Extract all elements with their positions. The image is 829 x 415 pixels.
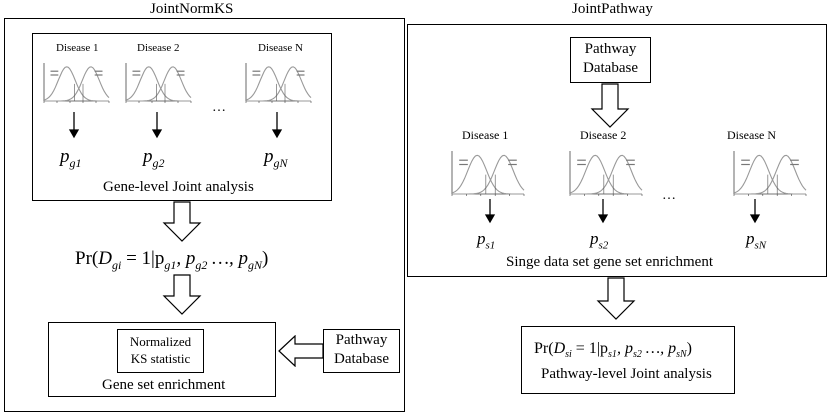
null-distribution-curve (569, 154, 642, 195)
distribution-plot-2 (125, 63, 192, 103)
pathway-level-formula: Pr(Dsi = 1|ps1, ps2 …, psN) (534, 340, 692, 361)
alt-distribution-curve (734, 154, 807, 195)
pvalue-g1: pg1 (60, 146, 82, 170)
pvalue-s2: ps2 (590, 229, 609, 252)
gene-set-enrichment-label: Gene set enrichment (102, 377, 226, 393)
null-distribution-curve (733, 154, 806, 195)
distribution-plot-1 (43, 63, 110, 103)
legend-mark (790, 159, 799, 161)
alt-distribution-curve (452, 154, 525, 195)
legend-mark (577, 159, 586, 161)
pvalue-gn: pgN (264, 146, 288, 170)
hollow-arrow-2 (162, 274, 202, 315)
legend-mark (50, 70, 59, 72)
right-disease-1-label: Disease 1 (462, 128, 509, 142)
normalized-ks-box (117, 329, 204, 373)
pvalue-g2: pg2 (143, 146, 165, 170)
gene-level-box (32, 33, 332, 201)
disease-1-label: Disease 1 (56, 42, 99, 54)
legend-mark (790, 163, 799, 166)
distribution-plot-n (245, 63, 312, 103)
null-distribution-curve (451, 154, 524, 195)
legend-mark (577, 163, 586, 166)
legend-mark (94, 70, 103, 72)
down-arrows-left (68, 112, 283, 139)
right-distribution-plot-1 (451, 151, 525, 196)
pvalue-s1: ps1 (477, 229, 496, 252)
pvalue-sn: psN (746, 229, 767, 252)
hollow-arrow-right-db (590, 83, 630, 128)
legend-mark (508, 159, 517, 161)
single-dataset-label: Singe data set gene set enrichment (506, 254, 714, 270)
hollow-arrow-right-bottom (596, 277, 636, 320)
pathway-database-box-right (570, 37, 651, 83)
legend-mark (252, 74, 261, 76)
right-disease-n-label: Disease N (727, 128, 776, 142)
alt-distribution-curve (570, 154, 643, 195)
legend-mark (176, 74, 185, 76)
legend-mark (50, 74, 59, 76)
legend-mark (508, 163, 517, 166)
disease-2-label: Disease 2 (137, 42, 180, 54)
legend-mark (459, 159, 468, 161)
legend-mark (132, 70, 141, 72)
legend-mark (459, 163, 468, 166)
legend-mark (296, 70, 305, 72)
gene-level-formula: Pr(Dgi = 1|pg1, pg2 …, pgN) (75, 248, 269, 272)
alt-distribution-curve (126, 66, 192, 102)
ellipsis: … (212, 100, 226, 115)
hollow-arrow-1 (162, 201, 202, 242)
legend-mark (741, 163, 750, 166)
jointnormks-title: JointNormKS (150, 1, 234, 17)
legend-mark (94, 74, 103, 76)
jointpathway-title: JointPathway (572, 1, 653, 17)
null-distribution-curve (245, 66, 311, 102)
alt-distribution-curve (44, 66, 110, 102)
pathway-level-joint-label: Pathway-level Joint analysis (541, 366, 712, 382)
right-disease-2-label: Disease 2 (580, 128, 627, 142)
null-distribution-curve (43, 66, 109, 102)
legend-mark (741, 159, 750, 161)
legend-mark (296, 74, 305, 76)
legend-mark (626, 159, 635, 161)
right-distribution-plot-2 (569, 151, 643, 196)
legend-mark (176, 70, 185, 72)
right-ellipsis: … (662, 188, 676, 203)
null-distribution-curve (125, 66, 191, 102)
pathway-database-box-left (323, 329, 400, 373)
gene-level-joint-label: Gene-level Joint analysis (103, 179, 254, 195)
hollow-arrow-left (278, 335, 324, 367)
legend-mark (626, 163, 635, 166)
pathway-level-box (521, 326, 735, 394)
alt-distribution-curve (246, 66, 312, 102)
legend-mark (132, 74, 141, 76)
down-arrows-right (484, 199, 761, 224)
right-distribution-plot-n (733, 151, 807, 196)
disease-n-label: Disease N (258, 42, 303, 54)
legend-mark (252, 70, 261, 72)
